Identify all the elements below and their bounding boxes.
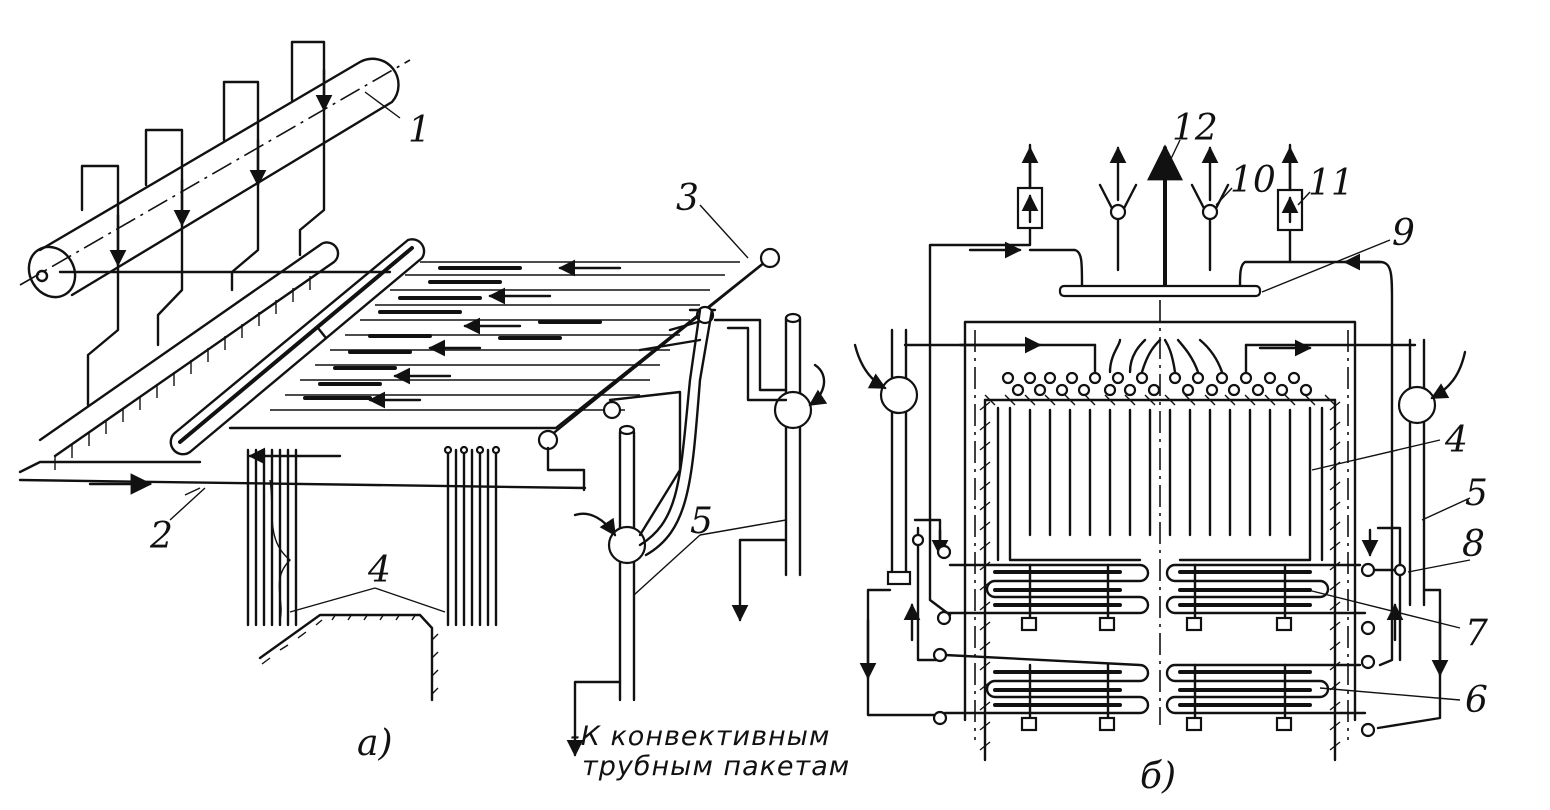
furnace-chamber [963,300,1357,762]
note-line-2: трубным пакетам [582,751,850,782]
label-b-8: 8 [1462,524,1485,565]
upper-coils-7 [936,544,1376,636]
top-headers-row [1001,371,1313,397]
label-b-10: 10 [1230,160,1276,201]
label-b-7: 7 [1465,613,1488,654]
label-a-3: 3 [676,178,699,219]
caption-a: а) [357,723,393,764]
screen-collectors [38,238,426,470]
figure-a: 1 2 3 4 5 а) -К конвективным трубным пак… [18,40,850,782]
label-a-4: 4 [367,550,391,591]
label-b-6: 6 [1465,680,1488,721]
furnace-wall [258,613,439,702]
label-b-4: 4 [1444,420,1468,461]
leader-lines-b [1167,139,1471,701]
leader-lines-a [169,91,787,613]
wall-tubes-4 [246,445,501,627]
note-line-1: -К конвективным [570,721,830,752]
label-a-1: 1 [408,110,431,151]
right-riser-5 [1361,338,1467,730]
label-b-11: 11 [1308,163,1354,204]
downcomer-pipes [80,40,333,407]
figure-b: 4 5 6 7 8 9 10 11 12 б) [853,108,1488,797]
label-a-2: 2 [149,516,173,557]
lower-coils-6 [932,647,1376,738]
ceiling-tube-bank [58,247,781,492]
label-b-5: 5 [1465,473,1488,514]
feed-line-2 [18,447,587,496]
label-b-12: 12 [1172,108,1218,149]
riser-pipes-5 [566,308,828,757]
radiant-tubes-4 [903,336,1417,537]
caption-b: б) [1140,756,1176,797]
drum-1 [19,57,411,299]
label-a-5: 5 [690,501,713,542]
left-riser-5 [853,328,949,717]
outlet-pipes [928,143,1394,667]
label-b-9: 9 [1392,213,1415,254]
